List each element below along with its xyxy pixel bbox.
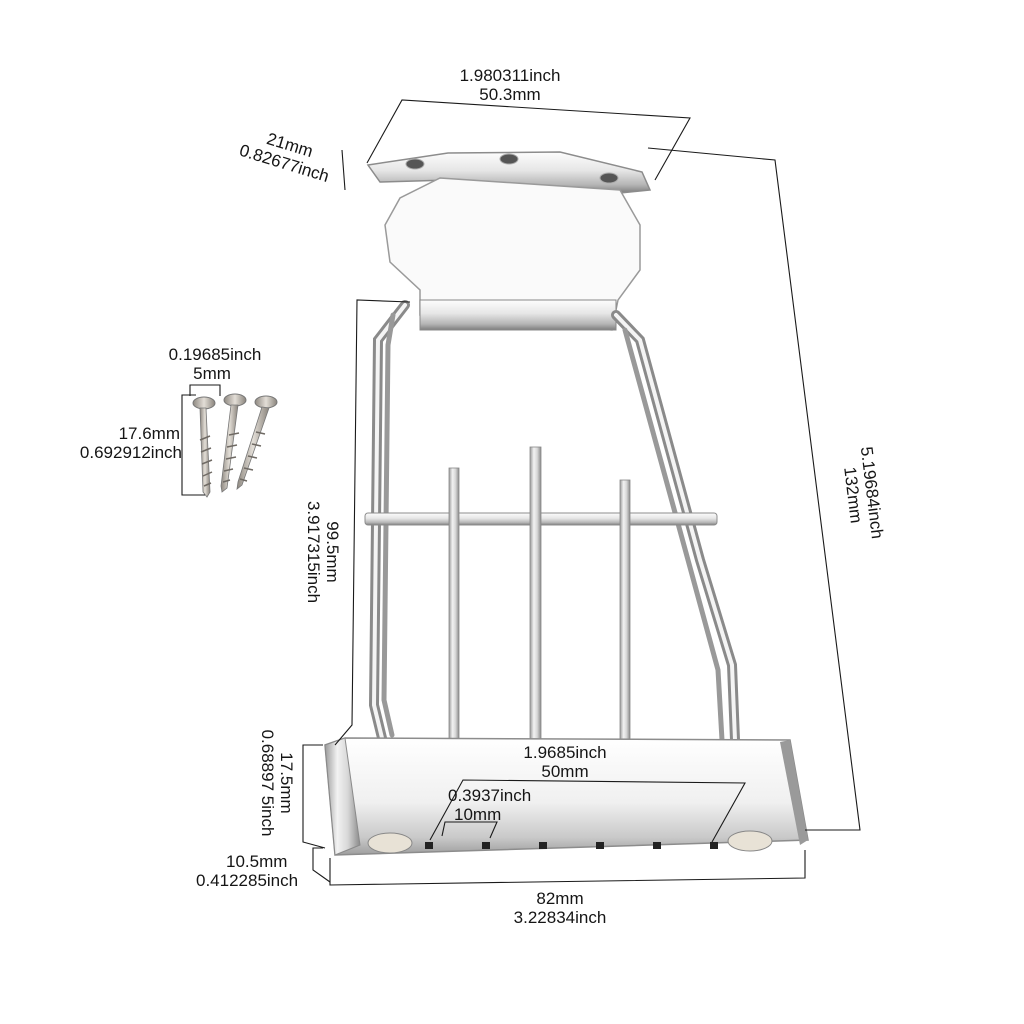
screw [192,396,216,498]
top-plate-width-label: 1.980311inch 50.3mm [430,66,590,104]
screw-head-inch: 0.19685inch [168,345,262,364]
dim-hole-spacing [441,821,498,839]
screw-length-label: 17.6mm 0.692912inch [48,424,182,462]
string-hole [425,842,433,849]
bar-width-inch: 3.22834inch [513,908,607,927]
screw [220,393,247,493]
dim-screw-head [189,384,221,396]
hole-spacing-label: 0.3937inch 10mm [448,786,578,824]
screw-length-inch: 0.692912inch [79,443,182,462]
string-hole [710,842,718,849]
bar-height-mm: 17.5mm [277,752,296,814]
screw [236,395,278,490]
string-hole [653,842,661,849]
top-plate-width-inch: 1.980311inch [459,66,561,85]
top-plate-hole-right [599,172,619,184]
bar-depth-label: 10.5mm 0.412285inch [196,852,328,890]
screw-head-mm: 5mm [193,364,231,383]
hinge-plate [384,177,641,331]
bar-height-label: 17.5mm 0.68897 5inch [258,720,296,846]
mounting-screws [192,393,278,498]
screw-head-label: 0.19685inch 5mm [150,345,280,383]
string-hole [539,842,547,849]
frame-length-mm: 99.5mm [323,521,342,583]
top-plate [366,151,652,194]
top-plate-hole-center [499,153,519,165]
top-plate-hole-left [405,158,425,170]
string-hole [596,842,604,849]
dim-bar-height [302,744,326,849]
bar-depth-inch: 0.412285inch [196,871,299,890]
dim-hole-span [429,779,746,843]
bar-depth-mm: 10.5mm [226,852,288,871]
top-plate-width-mm: 50.3mm [479,85,541,104]
string-hole [482,842,490,849]
hole-span-mm: 50mm [541,762,589,781]
tailpiece-bar [324,737,809,856]
hole-spacing-inch: 0.3937inch [448,786,532,805]
dim-total-length [647,147,861,831]
bar-width-mm: 82mm [536,889,584,908]
hole-span-inch: 1.9685inch [523,743,607,762]
bar-width-label: 82mm 3.22834inch [490,889,630,927]
hole-span-label: 1.9685inch 50mm [505,743,625,781]
bar-end-cap-left [367,832,413,854]
bar-height-inch: 0.68897 5inch [258,729,277,837]
frame-length-label: 99.5mm 3.917315inch [304,492,342,612]
frame-length-inch: 3.917315inch [304,500,323,604]
dim-bar-depth [312,847,331,883]
dimension-lines [181,99,861,886]
dim-top-plate-height [341,149,346,191]
dim-top-plate-width [366,99,691,181]
dim-frame-length [334,299,411,746]
dim-screw-length [181,394,205,496]
screw-length-mm: 17.6mm [118,424,180,443]
hole-spacing-mm: 10mm [454,805,502,824]
dim-bar-width [329,850,806,886]
bar-end-cap-right [727,830,773,852]
string-pins [448,446,631,749]
